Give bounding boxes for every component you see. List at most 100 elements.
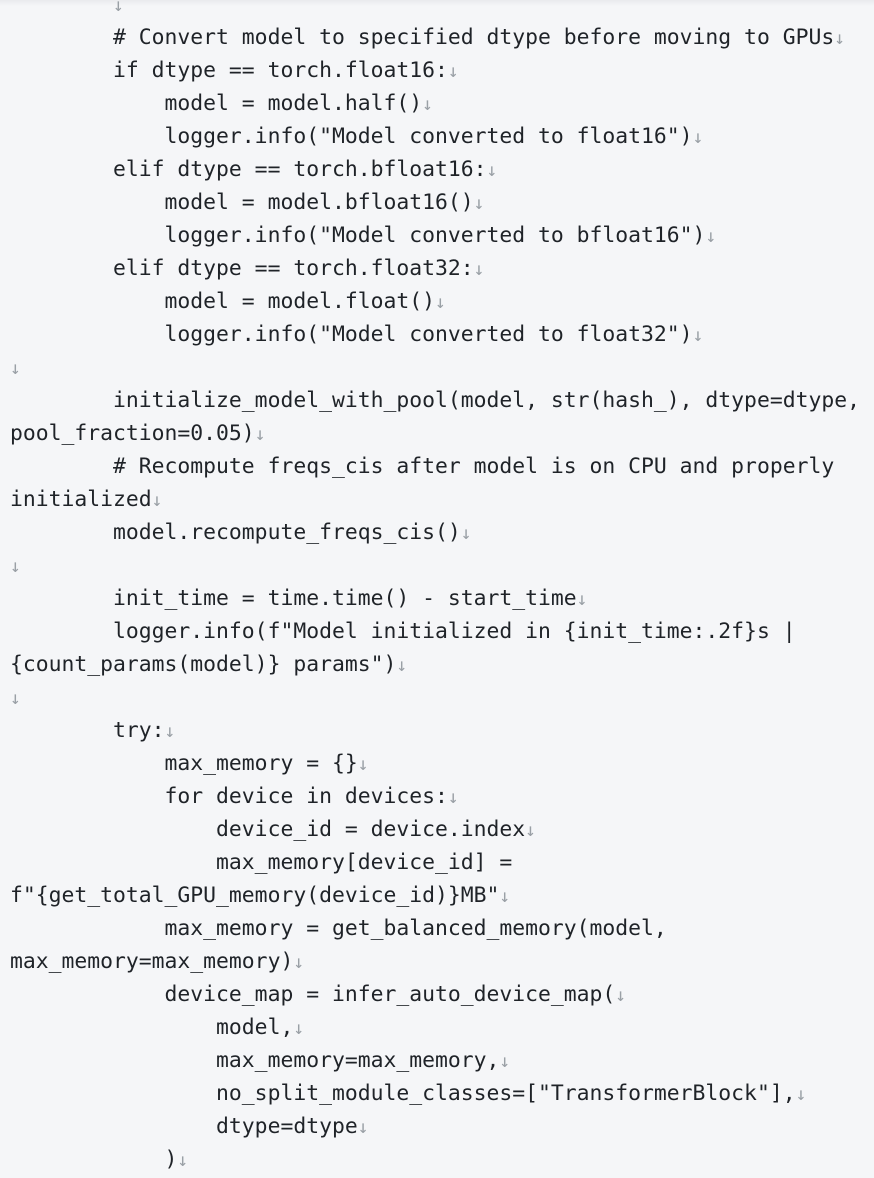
code-line: # Convert model to specified dtype befor… (10, 21, 874, 54)
code-line: ↓ (10, 0, 874, 21)
code-line: ↓ (10, 549, 874, 582)
code-line: elif dtype == torch.bfloat16:↓ (10, 153, 874, 186)
code-line: model = model.bfloat16()↓ (10, 186, 874, 219)
code-line: {count_params(model)} params")↓ (10, 648, 874, 681)
code-line: f"{get_total_GPU_memory(device_id)}MB"↓ (10, 879, 874, 912)
code-line: ↓ (10, 351, 874, 384)
line-ending-arrow-icon: ↓ (293, 1018, 305, 1039)
line-ending-arrow-icon: ↓ (499, 1051, 511, 1072)
line-ending-arrow-icon: ↓ (254, 424, 266, 445)
code-line: )↓ (10, 1143, 874, 1176)
code-line: try:↓ (10, 714, 874, 747)
code-text: f"{get_total_GPU_memory(device_id)}MB" (10, 883, 500, 908)
code-line: max_memory=max_memory,↓ (10, 1044, 874, 1077)
code-text: pool_fraction=0.05) (10, 421, 255, 446)
code-line: max_memory = {}↓ (10, 747, 874, 780)
code-text: try: (10, 718, 165, 743)
top-edge-shadow (0, 0, 874, 6)
code-text (10, 0, 113, 17)
code-text: # Convert model to specified dtype befor… (10, 25, 835, 50)
code-text: if dtype == torch.float16: (10, 58, 448, 83)
code-line: for device in devices:↓ (10, 780, 874, 813)
line-ending-arrow-icon: ↓ (113, 0, 124, 16)
code-line: no_split_module_classes=["TransformerBlo… (10, 1077, 874, 1110)
code-text: dtype=dtype (10, 1114, 358, 1139)
line-ending-arrow-icon: ↓ (164, 721, 176, 742)
code-line: max_memory = get_balanced_memory(model, (10, 912, 874, 945)
code-text: model = model.bfloat16() (10, 190, 474, 215)
code-text: model.recompute_freqs_cis() (10, 520, 461, 545)
code-line: max_memory[device_id] = (10, 846, 874, 879)
code-text: ) (10, 1147, 178, 1172)
code-text: logger.info("Model converted to bfloat16… (10, 223, 706, 248)
code-line: model.recompute_freqs_cis()↓ (10, 516, 874, 549)
line-ending-arrow-icon: ↓ (422, 94, 433, 115)
code-text: max_memory[device_id] = (10, 850, 513, 875)
code-text: max_memory = {} (10, 751, 358, 776)
code-view[interactable]: ↓ # Convert model to specified dtype bef… (10, 0, 874, 1176)
line-ending-arrow-icon: ↓ (396, 655, 408, 676)
line-ending-arrow-icon: ↓ (357, 1117, 369, 1138)
line-ending-arrow-icon: ↓ (499, 886, 511, 907)
code-line: model = model.half()↓ (10, 87, 874, 120)
code-text: model = model.half() (10, 91, 423, 116)
code-text: logger.info(f"Model initialized in {init… (10, 619, 796, 644)
line-ending-arrow-icon: ↓ (10, 556, 21, 577)
line-ending-arrow-icon: ↓ (460, 523, 472, 544)
code-line: initialized↓ (10, 483, 874, 516)
code-line: model,↓ (10, 1011, 874, 1044)
code-text: max_memory = get_balanced_memory(model, (10, 916, 667, 941)
code-text: elif dtype == torch.float32: (10, 256, 474, 281)
code-line: logger.info(f"Model initialized in {init… (10, 615, 874, 648)
line-ending-arrow-icon: ↓ (615, 985, 627, 1006)
code-text: # Recompute freqs_cis after model is on … (10, 454, 835, 479)
line-ending-arrow-icon: ↓ (795, 1084, 807, 1105)
line-ending-arrow-icon: ↓ (692, 127, 704, 148)
line-ending-arrow-icon: ↓ (692, 325, 704, 346)
code-text: max_memory=max_memory, (10, 1048, 500, 1073)
line-ending-arrow-icon: ↓ (434, 292, 446, 313)
code-line: # Recompute freqs_cis after model is on … (10, 450, 874, 483)
line-ending-arrow-icon: ↓ (357, 754, 369, 775)
line-ending-arrow-icon: ↓ (834, 28, 846, 49)
line-ending-arrow-icon: ↓ (10, 358, 21, 379)
code-line: logger.info("Model converted to bfloat16… (10, 219, 874, 252)
line-ending-arrow-icon: ↓ (473, 259, 485, 280)
code-text: device_id = device.index (10, 817, 526, 842)
line-ending-arrow-icon: ↓ (525, 820, 536, 841)
line-ending-arrow-icon: ↓ (473, 193, 485, 214)
line-ending-arrow-icon: ↓ (705, 226, 717, 247)
code-line: if dtype == torch.float16:↓ (10, 54, 874, 87)
line-ending-arrow-icon: ↓ (447, 787, 459, 808)
line-ending-arrow-icon: ↓ (293, 952, 305, 973)
code-line: model = model.float()↓ (10, 285, 874, 318)
line-ending-arrow-icon: ↓ (486, 160, 498, 181)
line-ending-arrow-icon: ↓ (177, 1150, 189, 1171)
code-text: max_memory=max_memory) (10, 949, 294, 974)
code-line: elif dtype == torch.float32:↓ (10, 252, 874, 285)
line-ending-arrow-icon: ↓ (10, 688, 21, 709)
code-line: device_map = infer_auto_device_map(↓ (10, 978, 874, 1011)
code-line: device_id = device.index↓ (10, 813, 874, 846)
code-text: model = model.float() (10, 289, 435, 314)
code-text: no_split_module_classes=["TransformerBlo… (10, 1081, 796, 1106)
code-line: ↓ (10, 681, 874, 714)
code-text: logger.info("Model converted to float16"… (10, 124, 693, 149)
line-ending-arrow-icon: ↓ (151, 490, 163, 511)
code-text: initialized (10, 487, 152, 512)
code-text: logger.info("Model converted to float32"… (10, 322, 693, 347)
line-ending-arrow-icon: ↓ (447, 61, 459, 82)
code-text: initialize_model_with_pool(model, str(ha… (10, 388, 860, 413)
code-line: max_memory=max_memory)↓ (10, 945, 874, 978)
code-line: pool_fraction=0.05)↓ (10, 417, 874, 450)
code-text: {count_params(model)} params") (10, 652, 397, 677)
code-text: init_time = time.time() - start_time (10, 586, 577, 611)
code-text: device_map = infer_auto_device_map( (10, 982, 616, 1007)
code-line: logger.info("Model converted to float32"… (10, 318, 874, 351)
code-line: init_time = time.time() - start_time↓ (10, 582, 874, 615)
line-ending-arrow-icon: ↓ (576, 589, 588, 610)
code-line: dtype=dtype↓ (10, 1110, 874, 1143)
code-line: logger.info("Model converted to float16"… (10, 120, 874, 153)
code-text: for device in devices: (10, 784, 448, 809)
code-text: model, (10, 1015, 294, 1040)
